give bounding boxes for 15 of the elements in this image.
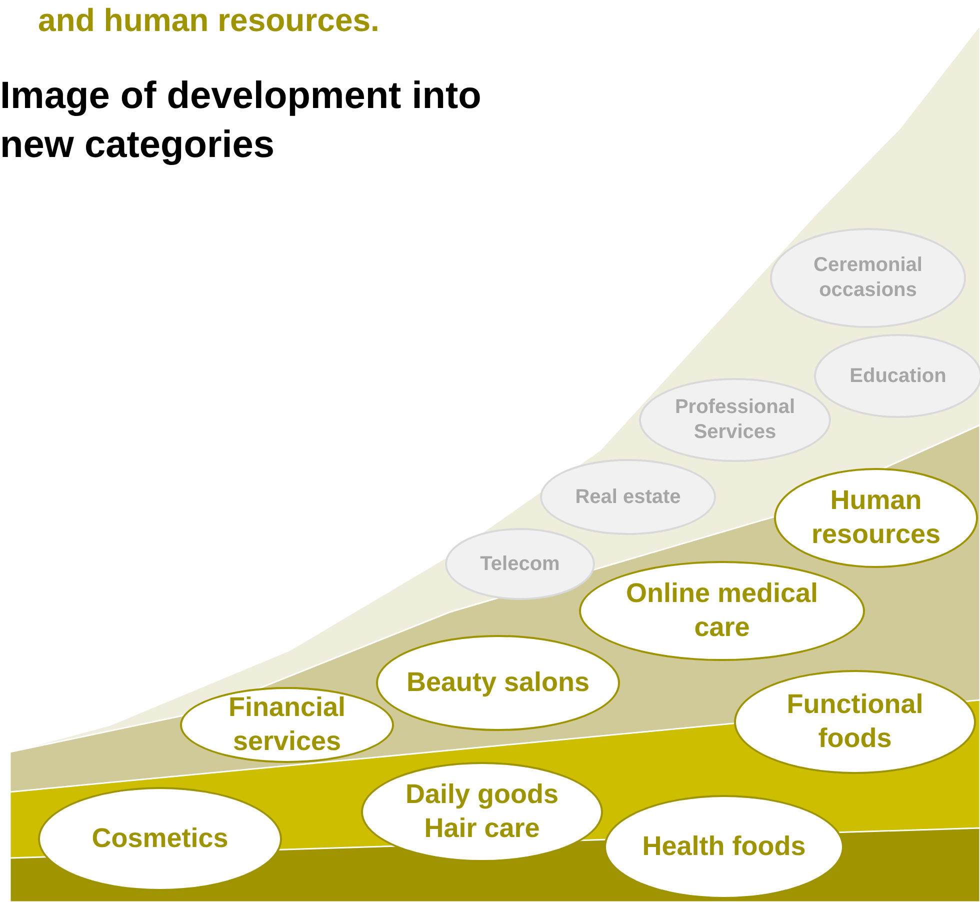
- category-label: Professional Services: [674, 395, 796, 445]
- category-label: Education: [850, 364, 946, 388]
- category-label: Beauty salons: [406, 666, 590, 700]
- category-label: Online medical care: [624, 577, 820, 644]
- subtitle-text: Image of development into new categories: [0, 74, 482, 168]
- heading-text: and human resources.: [38, 1, 380, 40]
- category-label: Functional foods: [786, 688, 924, 755]
- category-label: Cosmetics: [92, 822, 228, 856]
- category-label: Human resources: [810, 484, 942, 551]
- category-label: Telecom: [480, 552, 560, 576]
- category-label: Real estate: [575, 484, 681, 510]
- category-label: Health foods: [642, 830, 806, 864]
- category-label: Ceremonial occasions: [812, 253, 924, 303]
- category-label: Financial services: [227, 691, 347, 758]
- category-label: Daily goods Hair care: [404, 778, 560, 845]
